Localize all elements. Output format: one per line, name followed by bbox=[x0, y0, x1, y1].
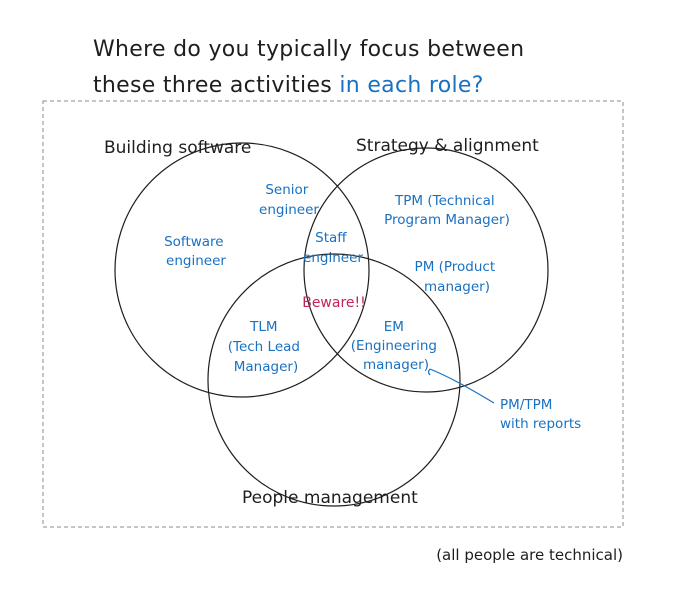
building-software-circle bbox=[114, 142, 370, 398]
strategy-alignment-label: Strategy & alignment bbox=[356, 136, 539, 156]
role-em: EM (Engineering manager) bbox=[351, 319, 442, 373]
people-management-circle bbox=[207, 253, 461, 507]
role-pm-tpm-with-reports: PM/TPM with reports bbox=[500, 397, 581, 432]
title-line-2: these three activities in each role? bbox=[93, 73, 484, 98]
people-management-label: People management bbox=[242, 488, 418, 508]
role-staff-engineer: Staff engineer bbox=[303, 230, 363, 266]
title-line-2-plain: these three activities bbox=[93, 73, 339, 98]
building-software-label: Building software bbox=[104, 138, 251, 158]
strategy-alignment-circle bbox=[303, 147, 549, 393]
footnote: (all people are technical) bbox=[436, 546, 623, 564]
title-line-1: Where do you typically focus between bbox=[93, 37, 524, 62]
em-connector-hook bbox=[427, 368, 431, 376]
em-connector-line bbox=[429, 368, 495, 404]
dashed-frame bbox=[42, 100, 624, 528]
role-tpm: TPM (Technical Program Manager) bbox=[384, 193, 510, 228]
title-line-2-accent: in each role? bbox=[339, 73, 483, 98]
role-senior-engineer: Senior engineer bbox=[259, 182, 319, 218]
role-tlm: TLM (Tech Lead Manager) bbox=[228, 319, 305, 375]
role-software-engineer: Software engineer bbox=[164, 234, 228, 269]
role-pm: PM (Product manager) bbox=[415, 259, 500, 295]
center-warning: Beware!! bbox=[302, 295, 366, 311]
